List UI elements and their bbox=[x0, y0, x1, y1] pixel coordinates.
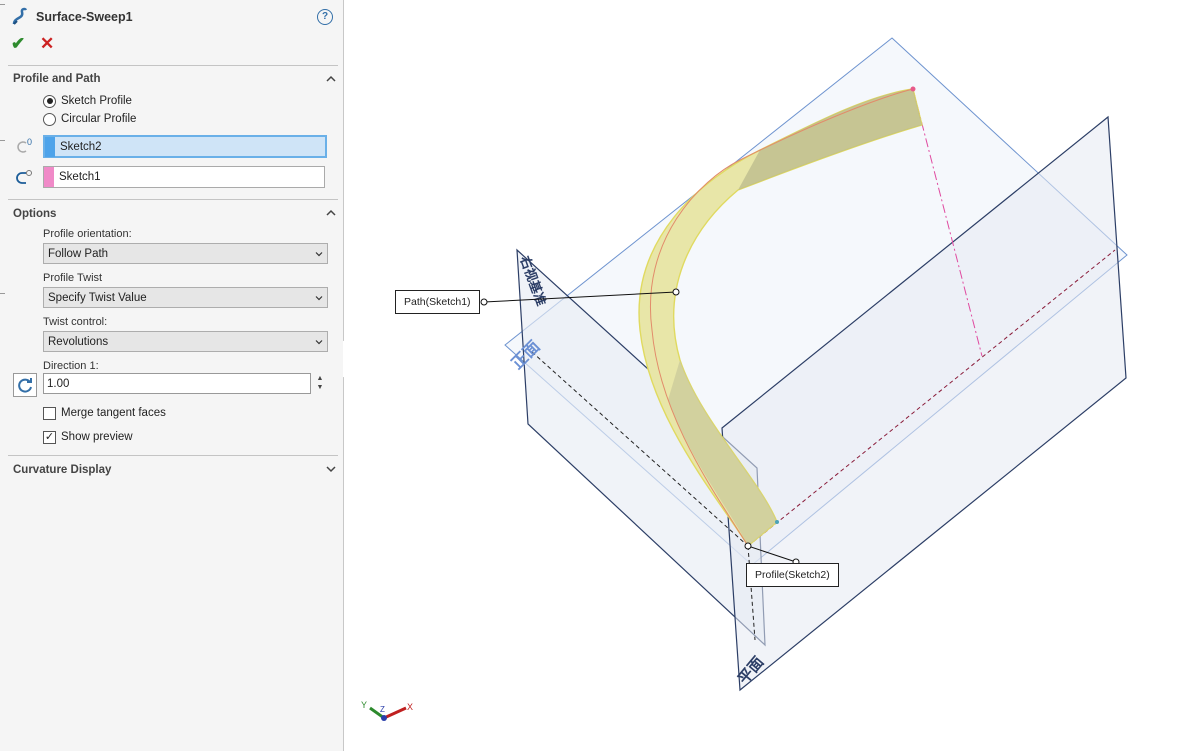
profile-orientation-label: Profile orientation: bbox=[43, 228, 132, 240]
twist-value-input[interactable]: 1.00 bbox=[43, 373, 311, 394]
radio-circular-profile[interactable]: Circular Profile bbox=[43, 111, 136, 127]
merge-tangent-checkbox[interactable] bbox=[43, 406, 56, 420]
path-endpoint bbox=[910, 86, 916, 92]
radio-label: Sketch Profile bbox=[61, 95, 132, 107]
twist-control-dropdown[interactable]: Revolutions bbox=[43, 331, 328, 352]
radio-sketch-profile[interactable]: Sketch Profile bbox=[43, 93, 132, 109]
path-selection-value: Sketch1 bbox=[59, 171, 101, 183]
sweep-surface-icon bbox=[12, 7, 28, 25]
svg-text:0: 0 bbox=[27, 137, 32, 147]
splitter-tick bbox=[0, 293, 5, 294]
show-preview-label: Show preview bbox=[61, 431, 133, 443]
radio-button[interactable] bbox=[43, 112, 56, 126]
help-icon[interactable]: ? bbox=[317, 9, 333, 25]
direction-label: Direction 1: bbox=[43, 360, 99, 372]
profile-callout-leader bbox=[747, 545, 797, 563]
merge-tangent-checkbox-row[interactable]: Merge tangent faces bbox=[43, 405, 166, 421]
cancel-button[interactable]: ✕ bbox=[40, 34, 55, 53]
sweep-shade-lower bbox=[668, 360, 777, 546]
profile-selection-value: Sketch2 bbox=[60, 140, 102, 153]
sweep-shade bbox=[738, 89, 922, 190]
reverse-direction-button[interactable] bbox=[13, 373, 37, 397]
splitter-tick bbox=[0, 4, 5, 5]
axis-z-label: Z bbox=[380, 705, 385, 714]
chevron-down-icon[interactable] bbox=[326, 464, 336, 474]
axis-x-label: X bbox=[407, 702, 413, 712]
section-profile-and-path-header[interactable]: Profile and Path bbox=[13, 73, 101, 85]
path-centerline bbox=[747, 249, 1116, 547]
chevron-down-icon bbox=[315, 251, 323, 256]
merge-tangent-label: Merge tangent faces bbox=[61, 407, 166, 419]
show-preview-checkbox-row[interactable]: ✓ Show preview bbox=[43, 429, 133, 445]
path-callout[interactable]: Path(Sketch1) bbox=[395, 290, 480, 314]
chevron-up-icon[interactable] bbox=[326, 208, 336, 218]
profile-orientation-dropdown[interactable]: Follow Path bbox=[43, 243, 328, 264]
path-selection-icon bbox=[16, 170, 32, 184]
profile-selection-field[interactable]: Sketch2 bbox=[43, 135, 327, 158]
ok-button[interactable]: ✔ bbox=[11, 34, 26, 53]
path-curve bbox=[650, 88, 914, 547]
axis-triad[interactable]: X Y Z bbox=[361, 700, 413, 721]
chevron-down-icon bbox=[315, 295, 323, 300]
dropdown-value: Specify Twist Value bbox=[48, 291, 147, 304]
path-color-swatch bbox=[44, 167, 54, 187]
spin-up-icon[interactable]: ▲ bbox=[316, 375, 324, 382]
path-callout-anchor bbox=[480, 298, 488, 306]
graphics-viewport[interactable]: 正面 平面 右视基准 X Y Z Path(Sketch1) Profile(S… bbox=[344, 0, 1179, 751]
property-manager: Surface-Sweep1 ? ✔ ✕ Profile and Path Sk… bbox=[0, 0, 344, 751]
path-callout-point bbox=[672, 288, 680, 296]
section-curvature-display-header[interactable]: Curvature Display bbox=[13, 464, 112, 476]
profile-color-swatch bbox=[45, 136, 55, 157]
profile-twist-dropdown[interactable]: Specify Twist Value bbox=[43, 287, 328, 308]
divider bbox=[8, 199, 338, 200]
radio-button-selected[interactable] bbox=[43, 94, 56, 108]
twist-control-label: Twist control: bbox=[43, 316, 108, 328]
vertical-line bbox=[747, 545, 756, 641]
profile-callout[interactable]: Profile(Sketch2) bbox=[746, 563, 839, 587]
path-selection-field[interactable]: Sketch1 bbox=[43, 166, 325, 188]
show-preview-checkbox[interactable]: ✓ bbox=[43, 430, 56, 444]
feature-title: Surface-Sweep1 bbox=[36, 10, 133, 24]
path-callout-leader bbox=[483, 291, 677, 303]
profile-callout-point bbox=[744, 542, 752, 550]
profile-selection-icon: 0 bbox=[17, 137, 32, 153]
feature-title-row: Surface-Sweep1 bbox=[10, 7, 133, 27]
profile-plane-line bbox=[531, 351, 749, 547]
profile-twist-label: Profile Twist bbox=[43, 272, 103, 284]
model-view: 正面 平面 右视基准 X Y Z bbox=[361, 37, 1128, 721]
splitter-tick bbox=[0, 140, 5, 141]
profile-endpoint bbox=[775, 520, 779, 524]
divider bbox=[8, 455, 338, 456]
spin-buttons[interactable]: ▲ ▼ bbox=[315, 374, 325, 394]
twist-value: 1.00 bbox=[47, 377, 70, 390]
dropdown-value: Follow Path bbox=[48, 247, 109, 260]
axis-y-label: Y bbox=[361, 700, 367, 710]
dropdown-value: Revolutions bbox=[48, 335, 109, 348]
radio-label: Circular Profile bbox=[61, 113, 137, 125]
section-options-header[interactable]: Options bbox=[13, 208, 57, 220]
spin-down-icon[interactable]: ▼ bbox=[316, 384, 324, 391]
chevron-down-icon bbox=[315, 339, 323, 344]
pink-construction-line bbox=[912, 88, 983, 357]
chevron-up-icon[interactable] bbox=[326, 74, 336, 84]
divider bbox=[8, 65, 338, 66]
rotate-icon bbox=[18, 378, 32, 393]
